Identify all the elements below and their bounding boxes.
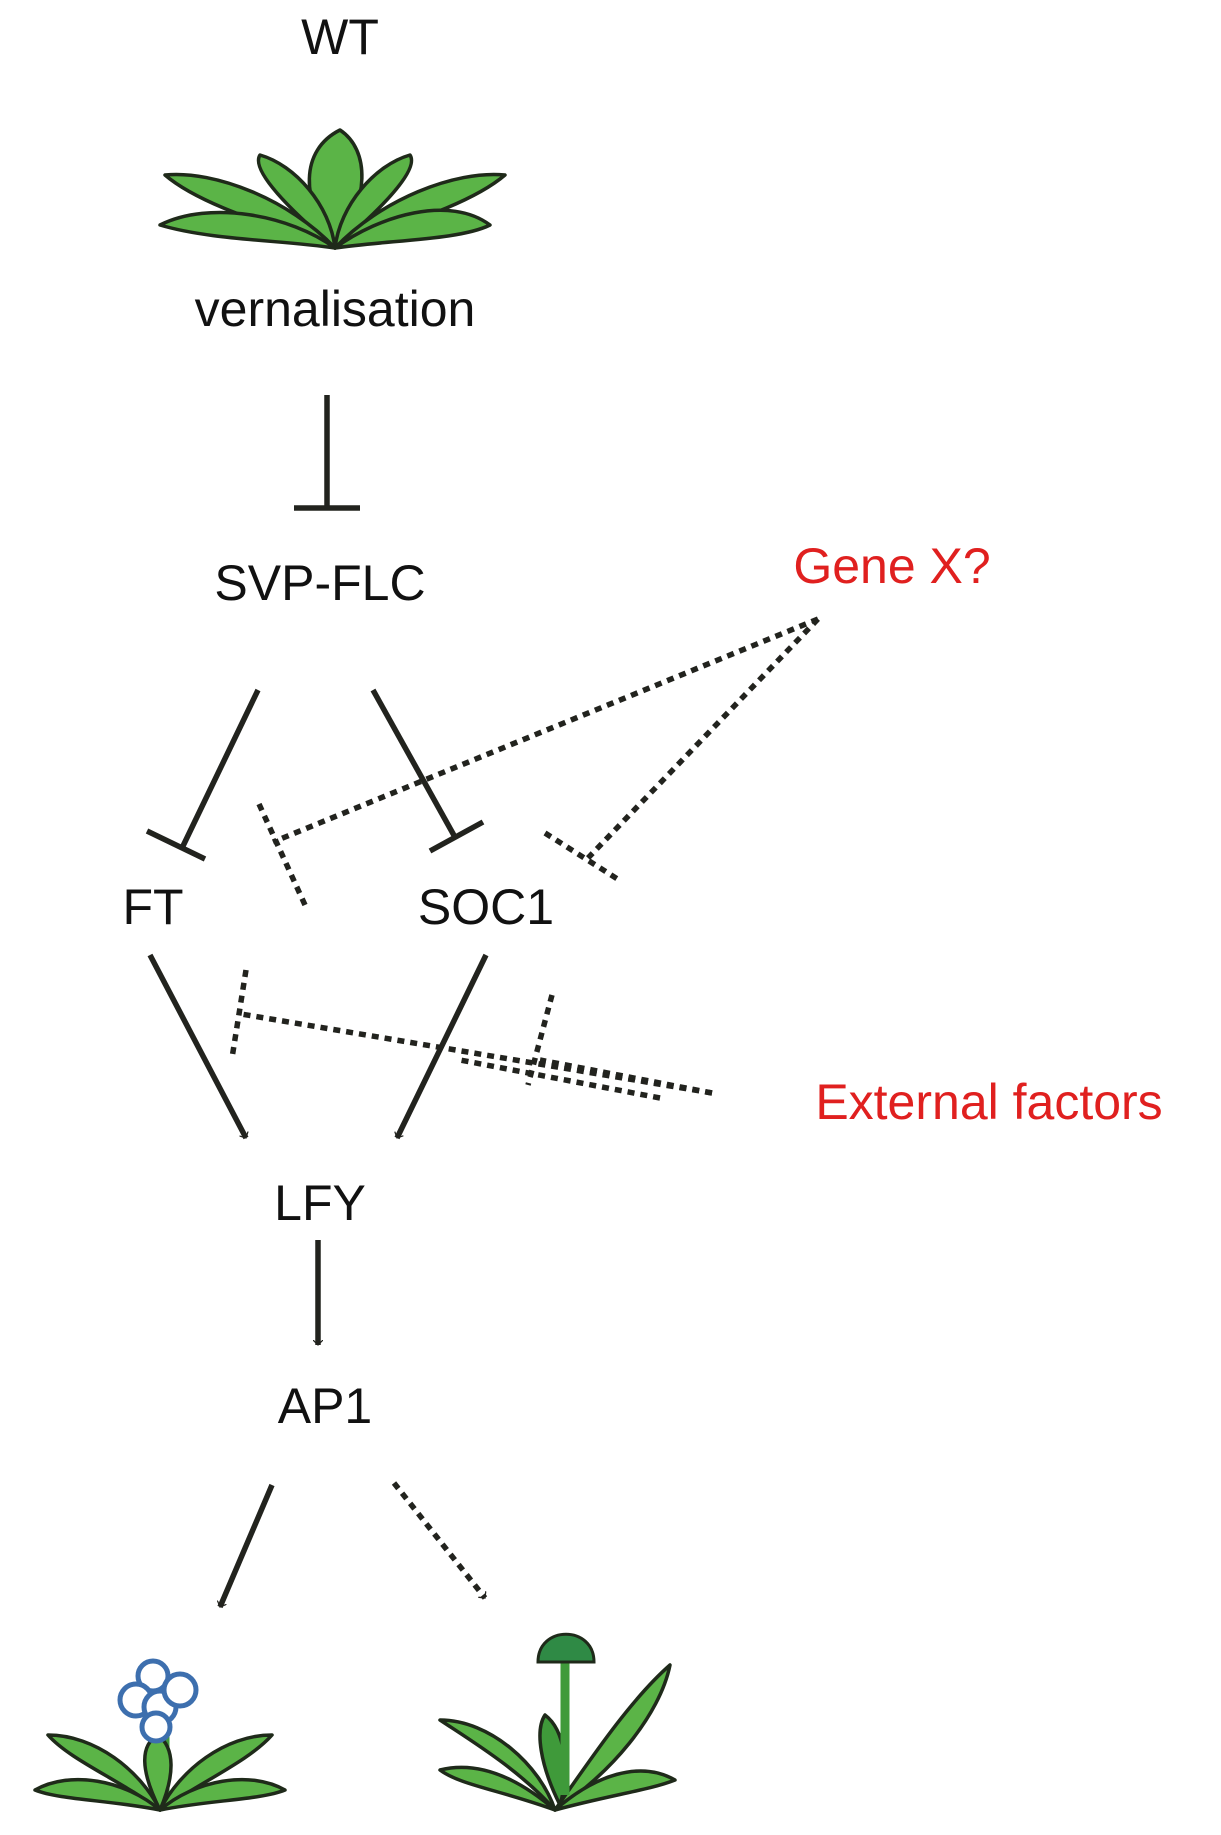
edge-gene-x-inhibits-ft xyxy=(256,616,820,907)
edge-svp-flc-inhibits-ft xyxy=(145,688,261,862)
svp-flc-label: SVP-FLC xyxy=(214,555,425,611)
vernalisation-label: vernalisation xyxy=(195,281,476,337)
edge-ft-activates-lfy xyxy=(147,953,246,1140)
edge-ap1-activates-bud xyxy=(391,1481,488,1600)
bud-plant-icon xyxy=(438,1632,677,1812)
flowering-plant-icon xyxy=(33,1658,287,1812)
lfy-label: LFY xyxy=(274,1175,366,1231)
soc1-label: SOC1 xyxy=(418,879,554,935)
external-factors-label: External factors xyxy=(815,1074,1162,1130)
edge-vernalisation-inhibits-svp-flc xyxy=(294,395,360,511)
edge-gene-x-inhibits-soc1 xyxy=(543,617,820,883)
edge-ap1-activates-flowering xyxy=(220,1483,275,1609)
gene-x-label: Gene X? xyxy=(793,538,990,594)
wt-label: WT xyxy=(301,9,379,65)
edge-external-factors-inhibits-soc1-lfy xyxy=(459,994,713,1101)
ap1-label: AP1 xyxy=(278,1378,373,1434)
ft-label: FT xyxy=(122,879,183,935)
wt-rosette-plant-icon xyxy=(158,128,507,250)
edge-svp-flc-inhibits-soc1 xyxy=(370,688,485,854)
